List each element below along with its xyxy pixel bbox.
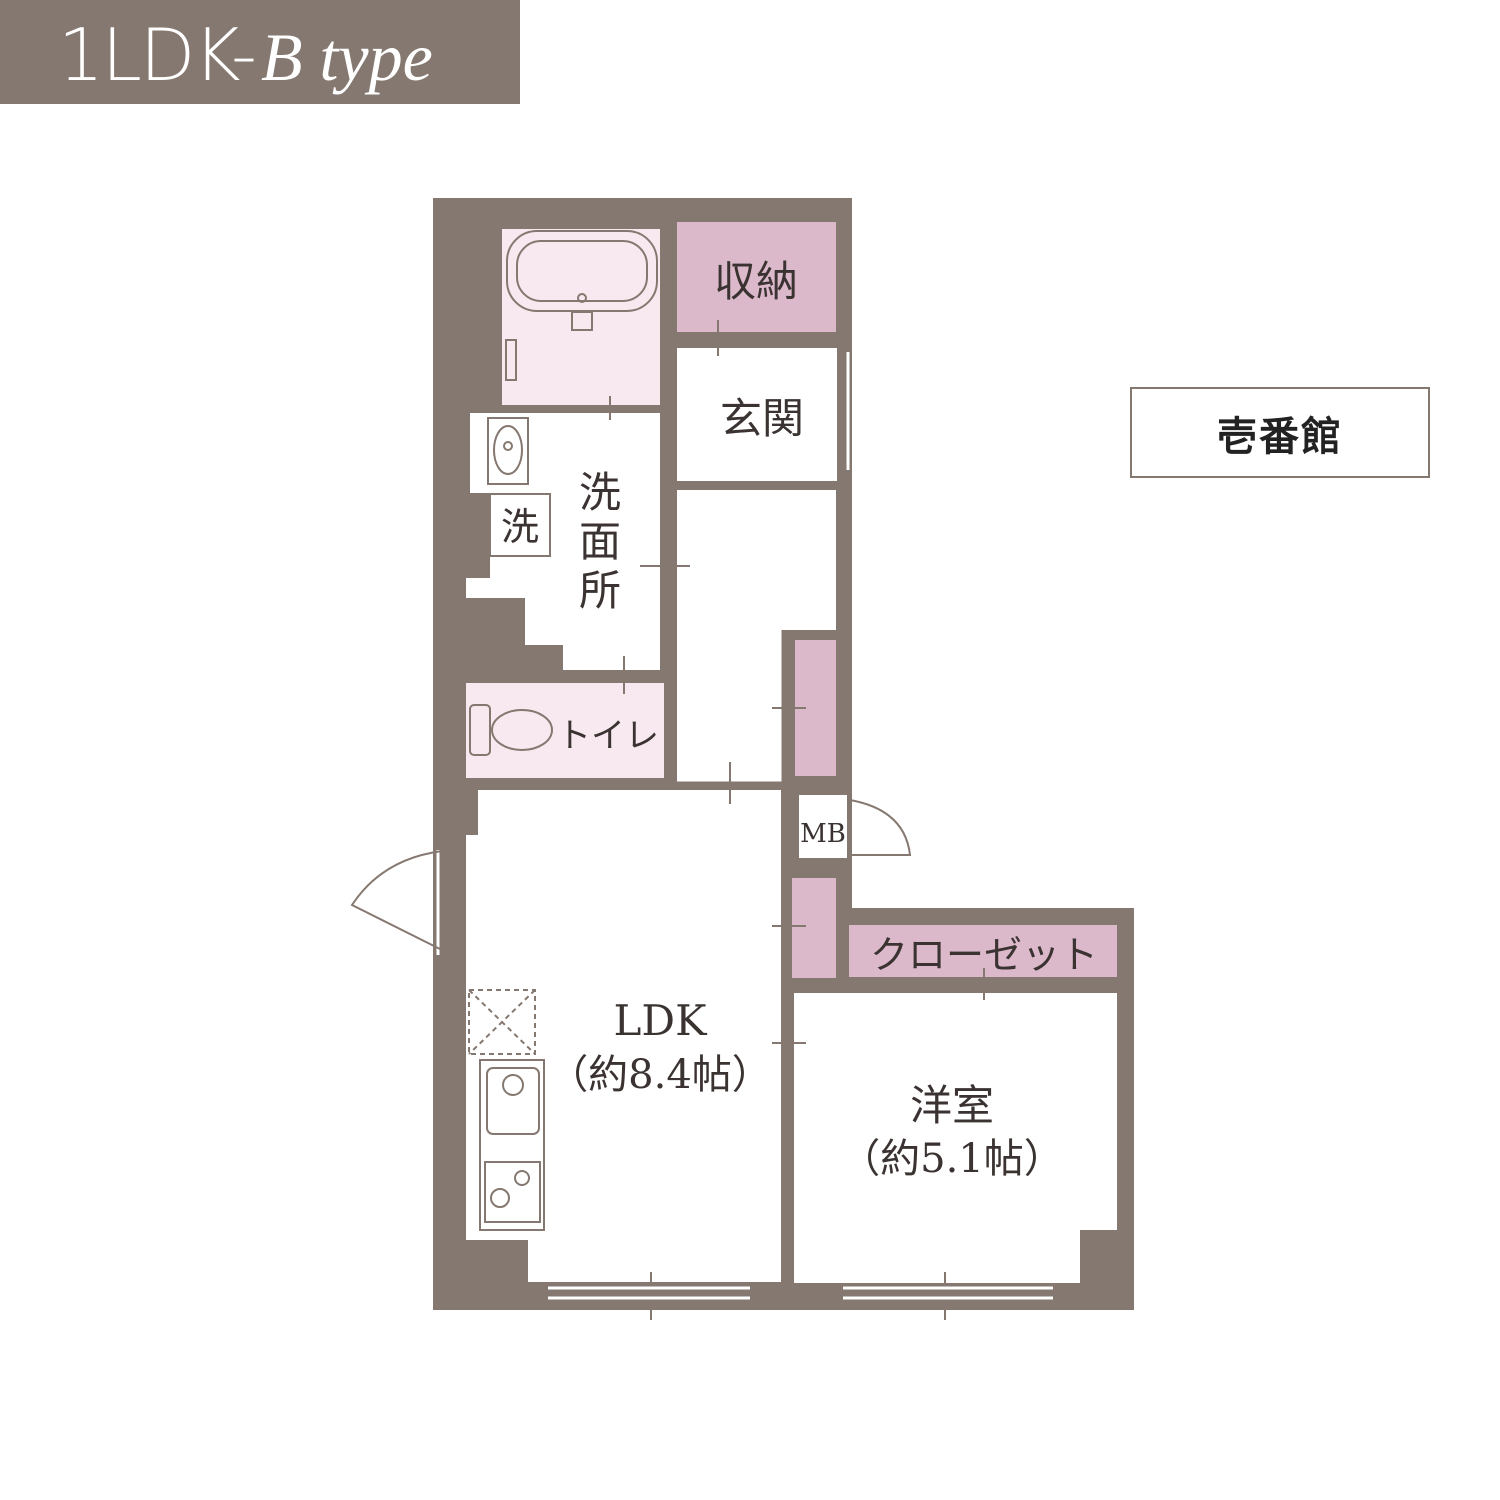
entrance-label: 玄関 — [720, 394, 804, 443]
stove-burner — [514, 1170, 530, 1186]
door-ticks — [609, 320, 985, 1320]
washroom-fill — [466, 413, 660, 670]
ldk-size-label: （約8.4帖） — [548, 1052, 772, 1098]
plan-type-sub: B type — [261, 19, 433, 95]
mb-label: MB — [800, 819, 846, 849]
title-banner: 1LDK-B type — [0, 0, 520, 104]
toilet-label: トイレ — [557, 716, 659, 756]
room-fills — [466, 222, 1117, 1283]
basin-tap — [503, 441, 513, 451]
partitions — [466, 343, 836, 1282]
western-room-size-label: （約5.1帖） — [840, 1136, 1064, 1182]
storage-label: 収納 — [714, 257, 798, 306]
building-name: 壱番館 — [1217, 413, 1343, 460]
hallway-fill — [677, 490, 836, 783]
plan-type-main: 1LDK- — [58, 13, 257, 97]
fridge-cross — [468, 989, 536, 1055]
washroom-label-3: 所 — [579, 566, 621, 615]
room-labels: 収納 玄関 洗 面 所 洗 トイレ MB クローゼット LDK （約8.4帖） … — [501, 257, 1098, 1182]
fridge-space — [468, 989, 536, 1055]
building-badge: 壱番館 — [1130, 387, 1430, 478]
toilet-bowl — [491, 709, 553, 751]
door-swing-arc — [350, 849, 453, 956]
bathroom-fill — [502, 229, 660, 405]
front-door — [350, 799, 912, 956]
washroom-label-2: 面 — [579, 517, 621, 566]
toilet-tank — [469, 704, 491, 756]
washer-label: 洗 — [501, 505, 539, 549]
washer-box — [489, 493, 551, 557]
sink-drain — [502, 1074, 524, 1096]
washroom-label-1: 洗 — [579, 468, 621, 517]
closet-label: クローゼット — [870, 933, 1098, 977]
western-room-name-label: 洋室 — [910, 1081, 994, 1130]
stove-burner — [490, 1188, 510, 1208]
plan-type-title: 1LDK-B type — [58, 10, 433, 102]
basin-bowl — [493, 425, 523, 475]
kitchen-sink — [486, 1067, 540, 1135]
windows — [436, 352, 1053, 1300]
kitchen-counter — [479, 1059, 545, 1231]
bath-shower — [505, 339, 517, 381]
mb-fill — [799, 795, 847, 858]
fridge-box — [468, 989, 536, 1055]
stove — [484, 1161, 541, 1223]
storage-fill — [677, 222, 836, 332]
bath-faucet — [571, 311, 593, 331]
basin-counter — [487, 417, 529, 485]
toilet-fixture — [469, 704, 553, 756]
western-room-fill — [794, 993, 1117, 1283]
washer-space — [489, 493, 551, 557]
bathtub-drain — [577, 293, 587, 303]
ldk-name-label: LDK — [614, 996, 709, 1045]
entrance-fill — [677, 348, 837, 481]
ldk-storage-fill — [792, 878, 836, 978]
mb-door-swing — [849, 799, 912, 856]
bathtub — [505, 230, 658, 381]
toilet-fill — [466, 683, 664, 778]
wash-basin — [487, 417, 529, 485]
